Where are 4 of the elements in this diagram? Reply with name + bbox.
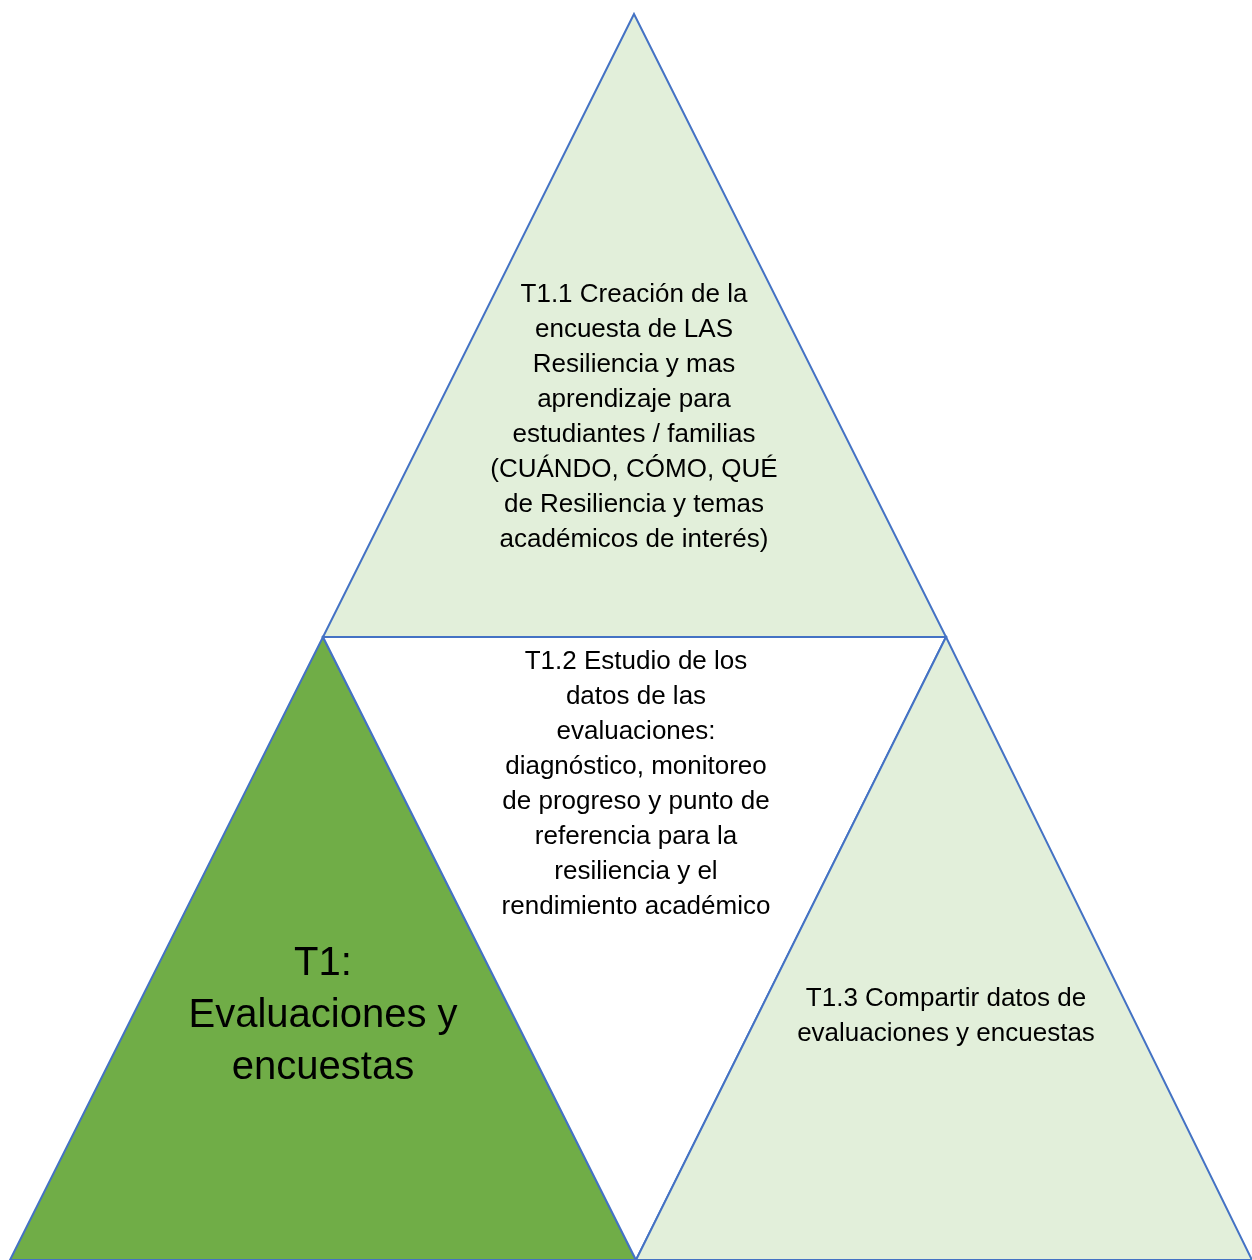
triangle-text: T1: Evaluaciones y encuestas xyxy=(187,938,459,1089)
triangle-text: T1.1 Creación de la encuesta de LAS Resiliencia y mas aprendizaje para estudiantes / familias (CUÁNDO, CÓMO, QUÉ de Resiliencia y temas académicos de interés) xyxy=(489,277,779,555)
triangle-text: T1.2 Estudio de los datos de las evaluaciones: diagnóstico, monitoreo de progreso y punto de referencia para la resiliencia y el rendimiento académico xyxy=(500,644,772,922)
triangle-text: T1.3 Compartir datos de evaluaciones y encuestas xyxy=(796,981,1096,1049)
